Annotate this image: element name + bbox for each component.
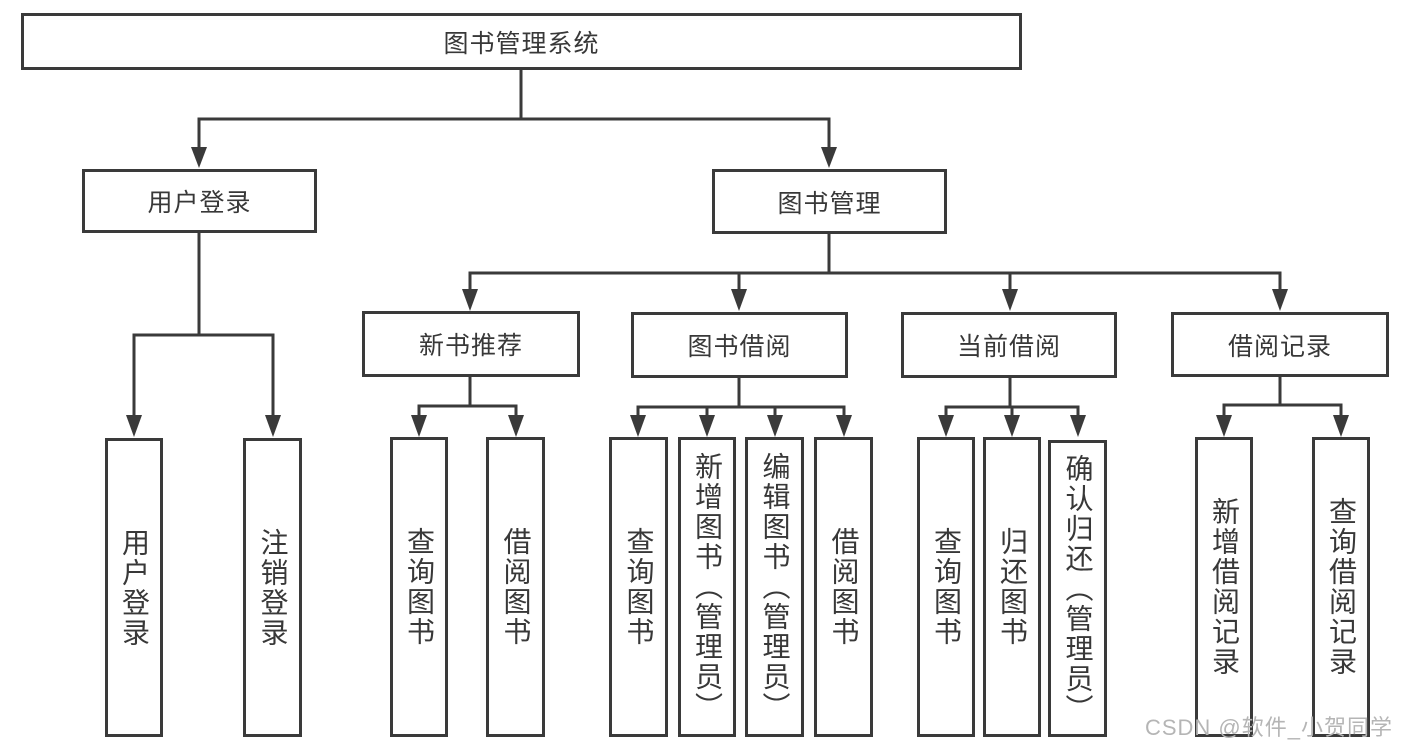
leaf-borrowing-edit-book-admin: 编辑图书（管理员） <box>745 437 804 737</box>
node-borrowing-records: 借阅记录 <box>1171 312 1389 377</box>
leaf-current-return-books: 归还图书 <box>983 437 1041 737</box>
node-new-book-recommend: 新书推荐 <box>362 311 580 377</box>
leaf-label: 新增借阅记录 <box>1209 497 1240 677</box>
node-user-login-branch: 用户登录 <box>82 169 317 233</box>
node-current-borrowing: 当前借阅 <box>901 312 1117 378</box>
node-book-management-branch: 图书管理 <box>712 169 947 234</box>
leaf-label: 新增图书（管理员） <box>692 452 723 722</box>
leaf-current-query-books: 查询图书 <box>917 437 975 737</box>
leaf-user-login: 用户登录 <box>105 438 163 737</box>
node-book-management-system: 图书管理系统 <box>21 13 1022 70</box>
node-label: 用户登录 <box>147 189 252 217</box>
leaf-logout: 注销登录 <box>243 438 302 737</box>
leaf-current-confirm-return-admin: 确认归还（管理员） <box>1048 440 1107 737</box>
node-label: 图书管理系统 <box>443 29 600 58</box>
csdn-watermark: CSDN @软件_小贺同学 <box>1144 715 1393 740</box>
node-label: 图书借阅 <box>687 333 792 361</box>
leaf-label: 借阅图书 <box>500 527 532 647</box>
leaf-label: 查询图书 <box>404 527 435 647</box>
leaf-label: 查询图书 <box>931 527 962 647</box>
node-label: 新书推荐 <box>418 332 523 360</box>
leaf-records-add-record: 新增借阅记录 <box>1195 437 1253 737</box>
leaf-label: 用户登录 <box>119 527 150 648</box>
leaf-label: 归还图书 <box>997 527 1028 647</box>
leaf-label: 确认归还（管理员） <box>1062 453 1094 724</box>
node-book-borrowing: 图书借阅 <box>631 312 848 378</box>
leaf-label: 注销登录 <box>257 527 289 648</box>
leaf-borrowing-query-books: 查询图书 <box>609 437 668 737</box>
leaf-newbook-borrow-books: 借阅图书 <box>486 437 545 737</box>
leaf-newbook-query-books: 查询图书 <box>390 437 448 737</box>
node-label: 借阅记录 <box>1227 332 1332 361</box>
leaf-label: 查询图书 <box>623 527 655 647</box>
leaf-records-query-record: 查询借阅记录 <box>1312 437 1370 737</box>
leaf-label: 编辑图书（管理员） <box>759 452 791 722</box>
leaf-borrowing-borrow-books: 借阅图书 <box>814 437 873 737</box>
leaf-borrowing-add-book-admin: 新增图书（管理员） <box>678 437 736 737</box>
leaf-label: 借阅图书 <box>828 527 860 647</box>
leaf-label: 查询借阅记录 <box>1326 497 1357 677</box>
node-label: 当前借阅 <box>956 333 1061 361</box>
node-label: 图书管理 <box>777 189 882 218</box>
